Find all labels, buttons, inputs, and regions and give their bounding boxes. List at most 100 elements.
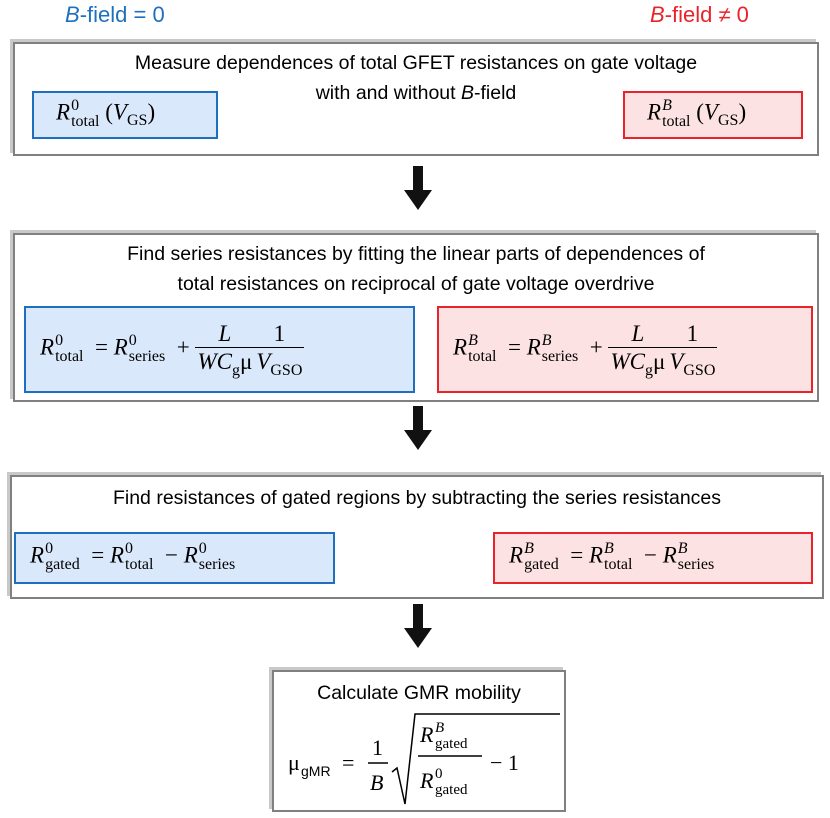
header-left: B-field = 0 xyxy=(65,2,165,28)
formula-sup: 0 xyxy=(198,540,207,557)
frac-num: 1 xyxy=(667,320,718,348)
frac-den: WCgμ xyxy=(195,348,254,379)
formula-sub: total xyxy=(71,113,100,130)
formula-v: V xyxy=(703,99,718,125)
formula-sup: 0 xyxy=(125,540,134,557)
formula-sub: total xyxy=(662,113,691,130)
formula-sup: B xyxy=(524,540,534,557)
mu-symbol: μ xyxy=(288,750,300,775)
formula-sub: series xyxy=(677,556,715,573)
formula-v-sub: GS xyxy=(126,112,148,130)
one-numerator: 1 xyxy=(372,735,383,760)
formula-sub: total xyxy=(604,556,633,573)
r-den-sup: 0 xyxy=(435,766,443,782)
formula-r: R xyxy=(40,334,55,360)
frac-den-sub: GSO xyxy=(270,362,303,379)
formula-r: R xyxy=(56,99,71,125)
step3-line1: Find resistances of gated regions by sub… xyxy=(112,487,722,509)
formula-sub: total xyxy=(55,348,84,365)
formula-sup: B xyxy=(468,332,478,349)
header-right-italic: B xyxy=(650,2,665,27)
frac-den-mu: μ xyxy=(239,349,253,374)
formula-sup: 0 xyxy=(128,332,137,349)
formula-sub: total xyxy=(125,556,154,573)
formula-sup: 0 xyxy=(45,540,54,557)
sqrt-icon xyxy=(391,713,560,805)
step1-line2: with and without B-field xyxy=(15,78,817,109)
frac-num: 1 xyxy=(254,320,305,348)
frac-den-wc: WC xyxy=(197,349,232,374)
r-den: R xyxy=(419,768,434,793)
formula-sub: series xyxy=(128,348,166,365)
formula-sup: B xyxy=(541,332,552,349)
step1-line1: Measure dependences of total GFET resist… xyxy=(134,52,698,74)
frac-den-mu: μ xyxy=(652,349,666,374)
formula-sub: series xyxy=(198,556,236,573)
frac-den: WCgμ xyxy=(608,348,667,379)
step1-line2-b: B xyxy=(460,82,474,104)
minus-one: − 1 xyxy=(490,750,519,775)
formula-sub: total xyxy=(468,348,497,365)
formula-v-sub: GS xyxy=(717,112,739,130)
header-left-italic: B xyxy=(65,2,80,27)
formula-sup: B xyxy=(677,540,688,557)
step1-line2-pre: with and without xyxy=(315,82,461,104)
frac-den: VGSO xyxy=(256,349,303,379)
header-right: B-field ≠ 0 xyxy=(650,2,749,28)
frac-num: L xyxy=(195,320,255,348)
formula-sup: B xyxy=(662,97,672,114)
formula-sub: gated xyxy=(524,556,559,573)
formula-sup: B xyxy=(604,540,614,557)
step2-box: Find series resistances by fitting the l… xyxy=(13,233,819,402)
formula-r: R xyxy=(647,99,662,125)
formula-sub: gated xyxy=(45,556,80,573)
r-num: R xyxy=(419,722,434,747)
frac-num: L xyxy=(608,320,668,348)
down-arrow-icon xyxy=(404,166,432,210)
step4-box: Calculate GMR mobility μ gMR = 1 B R B g… xyxy=(272,670,566,812)
step1-box: Measure dependences of total GFET resist… xyxy=(13,42,819,156)
formula-v: V xyxy=(112,99,127,125)
down-arrow-icon xyxy=(404,406,432,450)
formula-r: R xyxy=(453,334,468,360)
r-num-sup: B xyxy=(435,720,444,736)
frac-den-wc: WC xyxy=(610,349,645,374)
gmr-formula: μ gMR = 1 B R B gated R 0 gated − 1 xyxy=(288,713,560,805)
frac-den-g: g xyxy=(644,362,653,379)
frac-den: VGSO xyxy=(669,349,716,379)
step3-box: Find resistances of gated regions by sub… xyxy=(10,475,824,599)
step1-line2-post: -field xyxy=(474,82,517,104)
formula-sup: 0 xyxy=(55,332,64,349)
frac-den-sub: GSO xyxy=(683,362,716,379)
equals-sign: = xyxy=(342,750,354,775)
mu-sub: gMR xyxy=(301,763,331,779)
header-right-text: -field ≠ 0 xyxy=(664,2,749,27)
r-num-sub: gated xyxy=(435,736,468,752)
formula-sup: 0 xyxy=(71,97,80,114)
step2-line1: Find series resistances by fitting the l… xyxy=(127,243,705,265)
formula-sub: series xyxy=(541,348,579,365)
